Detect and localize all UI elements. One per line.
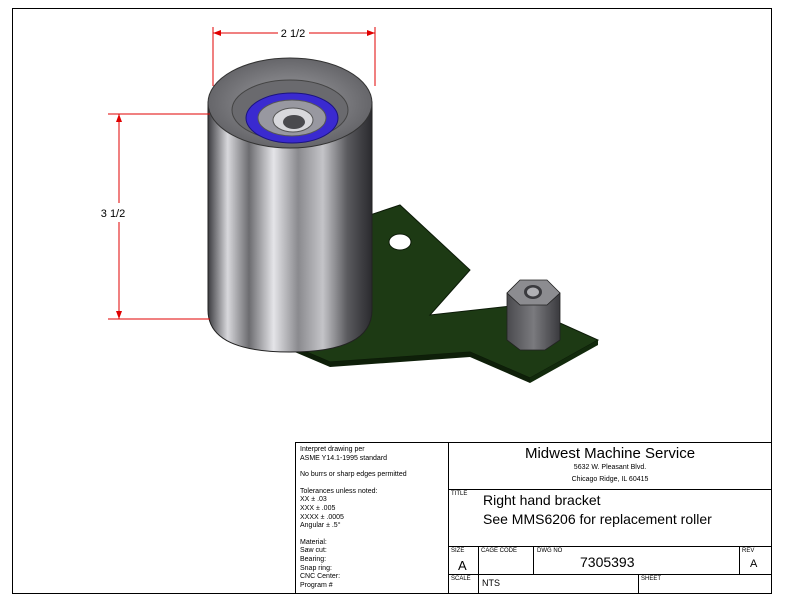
scale-label: SCALE	[451, 576, 471, 582]
note-field: CNC Center:	[300, 573, 341, 581]
note-burrs: No burrs or sharp edges permitted	[300, 471, 407, 479]
note-tolerances-heading: Tolerances unless noted:	[300, 487, 378, 495]
drawing-number-value: 7305393	[580, 554, 635, 570]
note-tolerance: XXX ± .005	[300, 504, 336, 512]
size-label: SIZE	[451, 548, 465, 554]
note-interpret-1: Interpret drawing per	[300, 446, 365, 453]
note-tolerance: XXXX ± .0005	[300, 513, 344, 521]
title-cell: TITLE Right hand bracket See MMS6206 for…	[448, 489, 772, 547]
note-interpret-2: ASME Y14.1-1995 standard	[300, 454, 388, 462]
note-tolerance: XX ± .03	[300, 496, 327, 504]
company-name: Midwest Machine Service	[524, 445, 696, 462]
note-field: Bearing:	[300, 555, 327, 563]
note-field: Material:	[300, 538, 327, 546]
drawing-notes: Interpret drawing per ASME Y14.1-1995 st…	[295, 442, 448, 594]
drawing-title-line2: See MMS6206 for replacement roller	[483, 511, 712, 527]
size-cell: SIZE A	[448, 546, 479, 575]
sheet-label: SHEET	[641, 576, 662, 582]
cage-code-cell: CAGE CODE	[478, 546, 534, 575]
scale-value-cell: NTS	[478, 574, 639, 594]
height-dimension-label: 3 1/2	[101, 208, 125, 220]
size-value: A	[458, 558, 467, 573]
drawing-number-label: DWG NO	[537, 548, 563, 554]
note-field: Saw cut:	[300, 547, 327, 555]
company-block: Midwest Machine Service 5632 W. Pleasant…	[448, 442, 772, 489]
width-dimension	[212, 26, 376, 86]
revision-value: A	[750, 558, 758, 570]
title-label: TITLE	[451, 491, 468, 497]
revision-label: REV	[742, 548, 755, 554]
note-field: Snap ring:	[300, 564, 332, 572]
height-dimension	[108, 113, 210, 320]
drawing-title: Right hand bracket See MMS6206 for repla…	[483, 491, 712, 529]
note-tolerance: Angular ± .5°	[300, 522, 341, 530]
note-field: Program #	[300, 581, 333, 589]
width-dimension-label: 2 1/2	[281, 28, 305, 40]
cage-code-label: CAGE CODE	[481, 548, 518, 554]
drawing-number-cell: DWG NO 7305393	[533, 546, 740, 575]
sheet-cell: SHEET	[638, 574, 772, 594]
scale-value: NTS	[482, 578, 500, 588]
hex-nut	[506, 279, 561, 351]
drawing-title-line1: Right hand bracket	[483, 492, 601, 508]
company-address-line1: 5632 W. Pleasant Blvd.	[573, 464, 647, 471]
roller	[207, 57, 373, 353]
revision-cell: REV A	[739, 546, 772, 575]
scale-label-cell: SCALE	[448, 574, 479, 594]
company-address-line2: Chicago Ridge, IL 60415	[571, 476, 649, 483]
mounting-hole	[388, 233, 412, 251]
